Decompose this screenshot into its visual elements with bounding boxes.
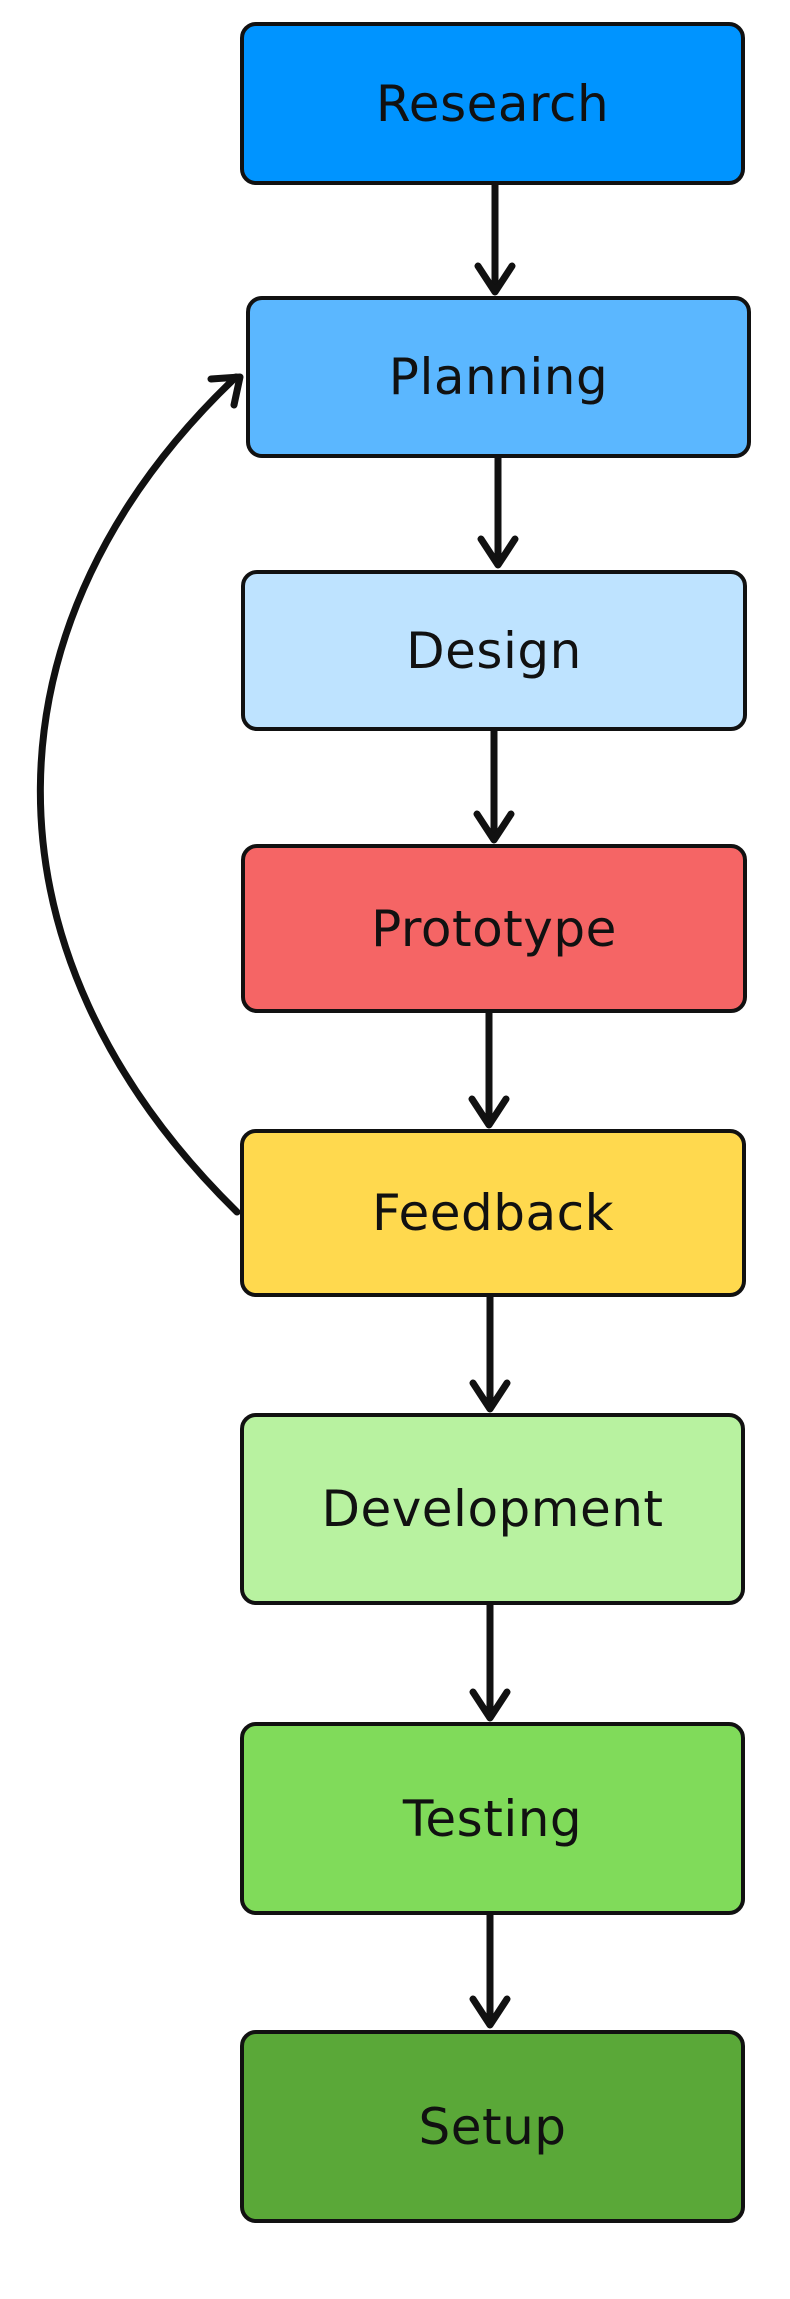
step-development: Development bbox=[240, 1413, 745, 1605]
arrowhead-feedback-to-planning-loop bbox=[207, 373, 244, 409]
arrowhead-planning-to-design bbox=[477, 535, 519, 569]
step-feedback-label: Feedback bbox=[371, 1184, 615, 1242]
arrowhead-testing-to-setup bbox=[469, 1995, 511, 2029]
arrowhead-development-to-testing bbox=[469, 1688, 511, 1722]
step-development-label: Development bbox=[321, 1480, 664, 1538]
step-prototype: Prototype bbox=[241, 844, 747, 1013]
arrowhead-research-to-planning bbox=[474, 262, 516, 296]
step-design-label: Design bbox=[406, 621, 582, 680]
step-feedback: Feedback bbox=[240, 1129, 746, 1297]
arrowhead-design-to-prototype bbox=[473, 810, 515, 844]
arrowhead-prototype-to-feedback bbox=[468, 1095, 510, 1129]
step-research: Research bbox=[240, 22, 745, 185]
step-setup: Setup bbox=[240, 2030, 745, 2223]
step-planning: Planning bbox=[246, 296, 751, 458]
step-setup-label: Setup bbox=[418, 2097, 567, 2156]
arrow-feedback-to-planning-loop bbox=[36, 373, 241, 1216]
step-planning-label: Planning bbox=[388, 348, 609, 406]
loop-edge bbox=[36, 373, 244, 1216]
step-design: Design bbox=[241, 570, 747, 731]
straight-edges bbox=[468, 185, 519, 2029]
step-prototype-label: Prototype bbox=[371, 899, 617, 958]
arrowhead-feedback-to-development bbox=[469, 1379, 511, 1413]
step-testing: Testing bbox=[240, 1722, 745, 1915]
step-research-label: Research bbox=[375, 74, 610, 133]
step-testing-label: Testing bbox=[402, 1789, 583, 1848]
